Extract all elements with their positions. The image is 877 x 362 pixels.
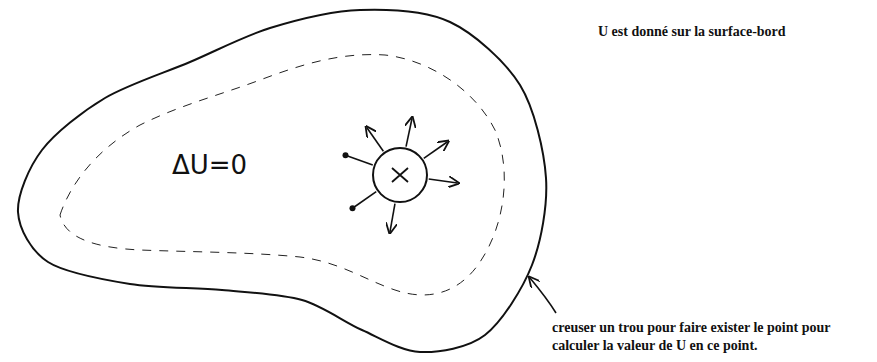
normal-arrow: [345, 155, 372, 165]
hole-circle: [373, 148, 427, 202]
leader-arrow: [530, 278, 556, 313]
normal-arrow: [406, 118, 412, 146]
text-holder: ΔU=0: [172, 150, 247, 180]
normal-dot: [342, 152, 348, 158]
normal-arrow: [429, 179, 458, 183]
hole-note: creuser un trou pour faire exister le po…: [552, 320, 830, 353]
normal-dot: [349, 205, 355, 211]
normal-arrow: [352, 192, 376, 209]
dashed-contour: [60, 55, 504, 295]
equation: ΔU=0: [172, 150, 247, 180]
region-outline-svg: [0, 0, 560, 362]
boundary-note-box: U est donné sur la surface-bord: [598, 22, 786, 40]
region-outline: [18, 10, 546, 352]
normal-arrow: [424, 142, 448, 159]
region: ΔU=0: [0, 0, 560, 362]
boundary-note: U est donné sur la surface-bord: [598, 24, 786, 39]
normal-arrow: [367, 127, 384, 151]
hole-note-box: creuser un trou pour faire exister le po…: [552, 318, 872, 354]
point-cross: [392, 168, 408, 182]
normal-arrow: [390, 204, 395, 233]
